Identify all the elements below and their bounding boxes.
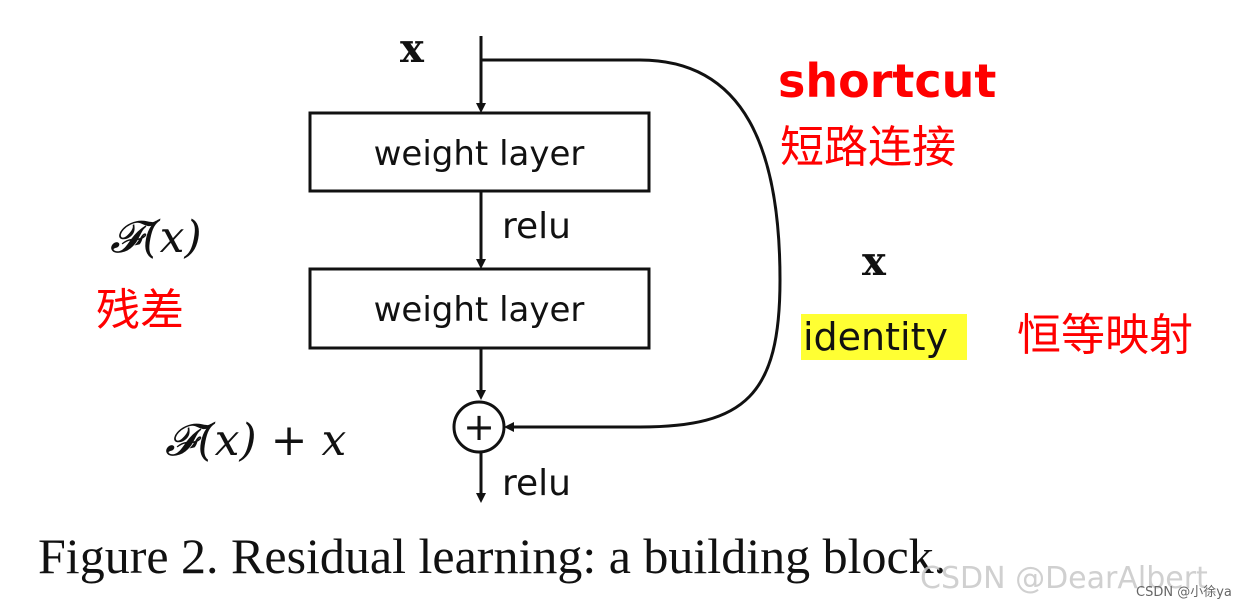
residual-annotation-zh: 残差 (96, 285, 184, 336)
weight-layer-box-2 (308, 267, 651, 350)
identity-x-label: x (862, 238, 887, 285)
shortcut-annotation-zh: 短路连接 (780, 122, 956, 173)
shortcut-annotation-en: shortcut (778, 54, 996, 108)
output-formula: 𝓕(x) + x (165, 415, 346, 466)
identity-annotation-zh: 恒等映射 (1017, 310, 1193, 361)
weight-layer-label-1: weight layer (374, 134, 585, 174)
identity-label: identity (803, 315, 948, 359)
identity-highlight (801, 314, 967, 360)
relu-label-mid: relu (502, 206, 571, 247)
sum-plus-symbol: + (463, 405, 495, 449)
relu-label-out: relu (502, 463, 571, 504)
figure-caption: Figure 2. Residual learning: a building … (38, 528, 946, 584)
input-x-label: x (400, 25, 425, 72)
watermark-main: CSDN @DearAlbert (920, 561, 1208, 596)
residual-formula: 𝓕(x) (110, 212, 202, 263)
weight-layer-label-2: weight layer (374, 290, 585, 330)
shortcut-path (481, 58, 782, 432)
watermark-small: CSDN @小徐ya (1136, 585, 1232, 600)
